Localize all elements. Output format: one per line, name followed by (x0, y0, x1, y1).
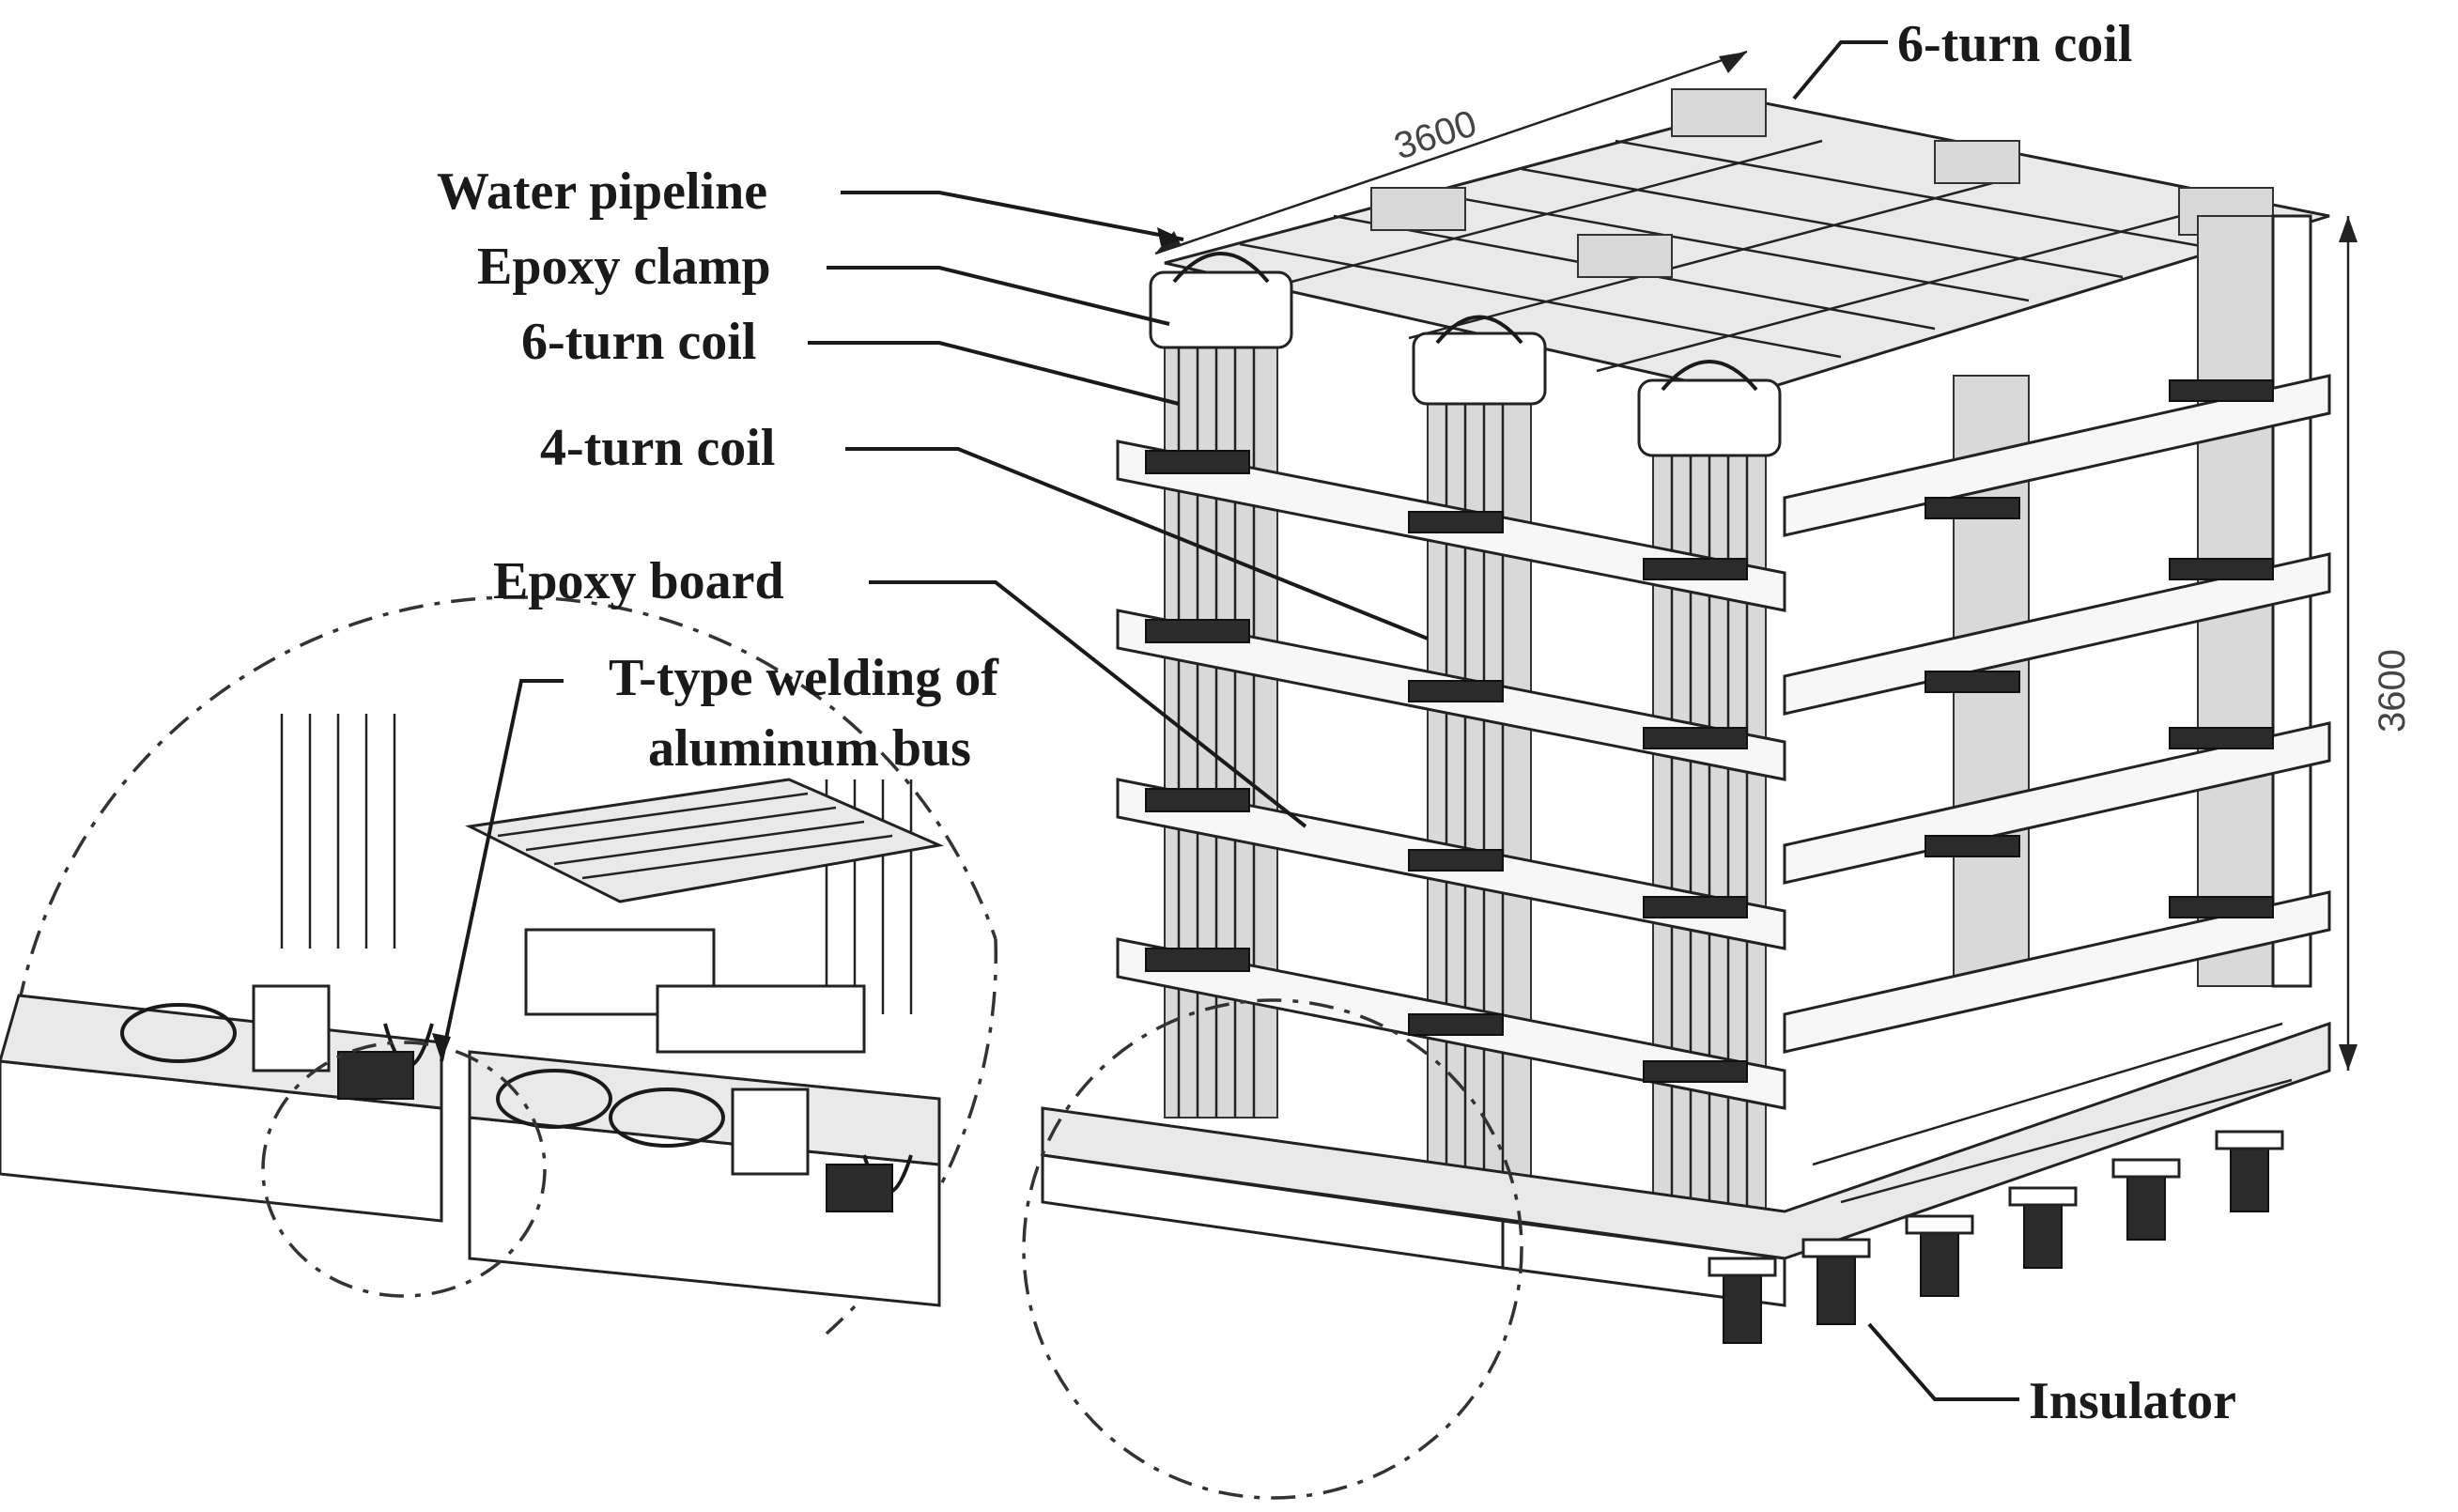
rear-boards (1783, 374, 2331, 1054)
dimension-height: 3600 (2372, 649, 2413, 733)
top-deck (1164, 88, 2330, 396)
leader-lines (432, 40, 2019, 1401)
detail-circle-main (1022, 998, 1523, 1500)
label-t-type-welding-line1: T-type welding of (609, 649, 999, 707)
label-six-turn-coil-top: 6-turn coil (1897, 15, 2132, 73)
labels: Water pipeline Epoxy clamp 6-turn coil 4… (437, 15, 2236, 1430)
label-water-pipeline: Water pipeline (437, 162, 767, 221)
front-boards (1116, 440, 1786, 1110)
label-t-type-welding-line2: aluminum bus (648, 719, 971, 778)
detail-inset (0, 595, 998, 1335)
label-epoxy-board: Epoxy board (493, 552, 784, 610)
label-epoxy-clamp: Epoxy clamp (477, 238, 771, 296)
label-insulator: Insulator (2029, 1372, 2236, 1430)
label-four-turn-coil: 4-turn coil (540, 419, 775, 477)
main-assembly (1022, 88, 2331, 1500)
detail-circle-inset (261, 1041, 547, 1298)
insulators (1708, 1130, 2284, 1344)
label-six-turn-coil-left: 6-turn coil (521, 313, 756, 371)
